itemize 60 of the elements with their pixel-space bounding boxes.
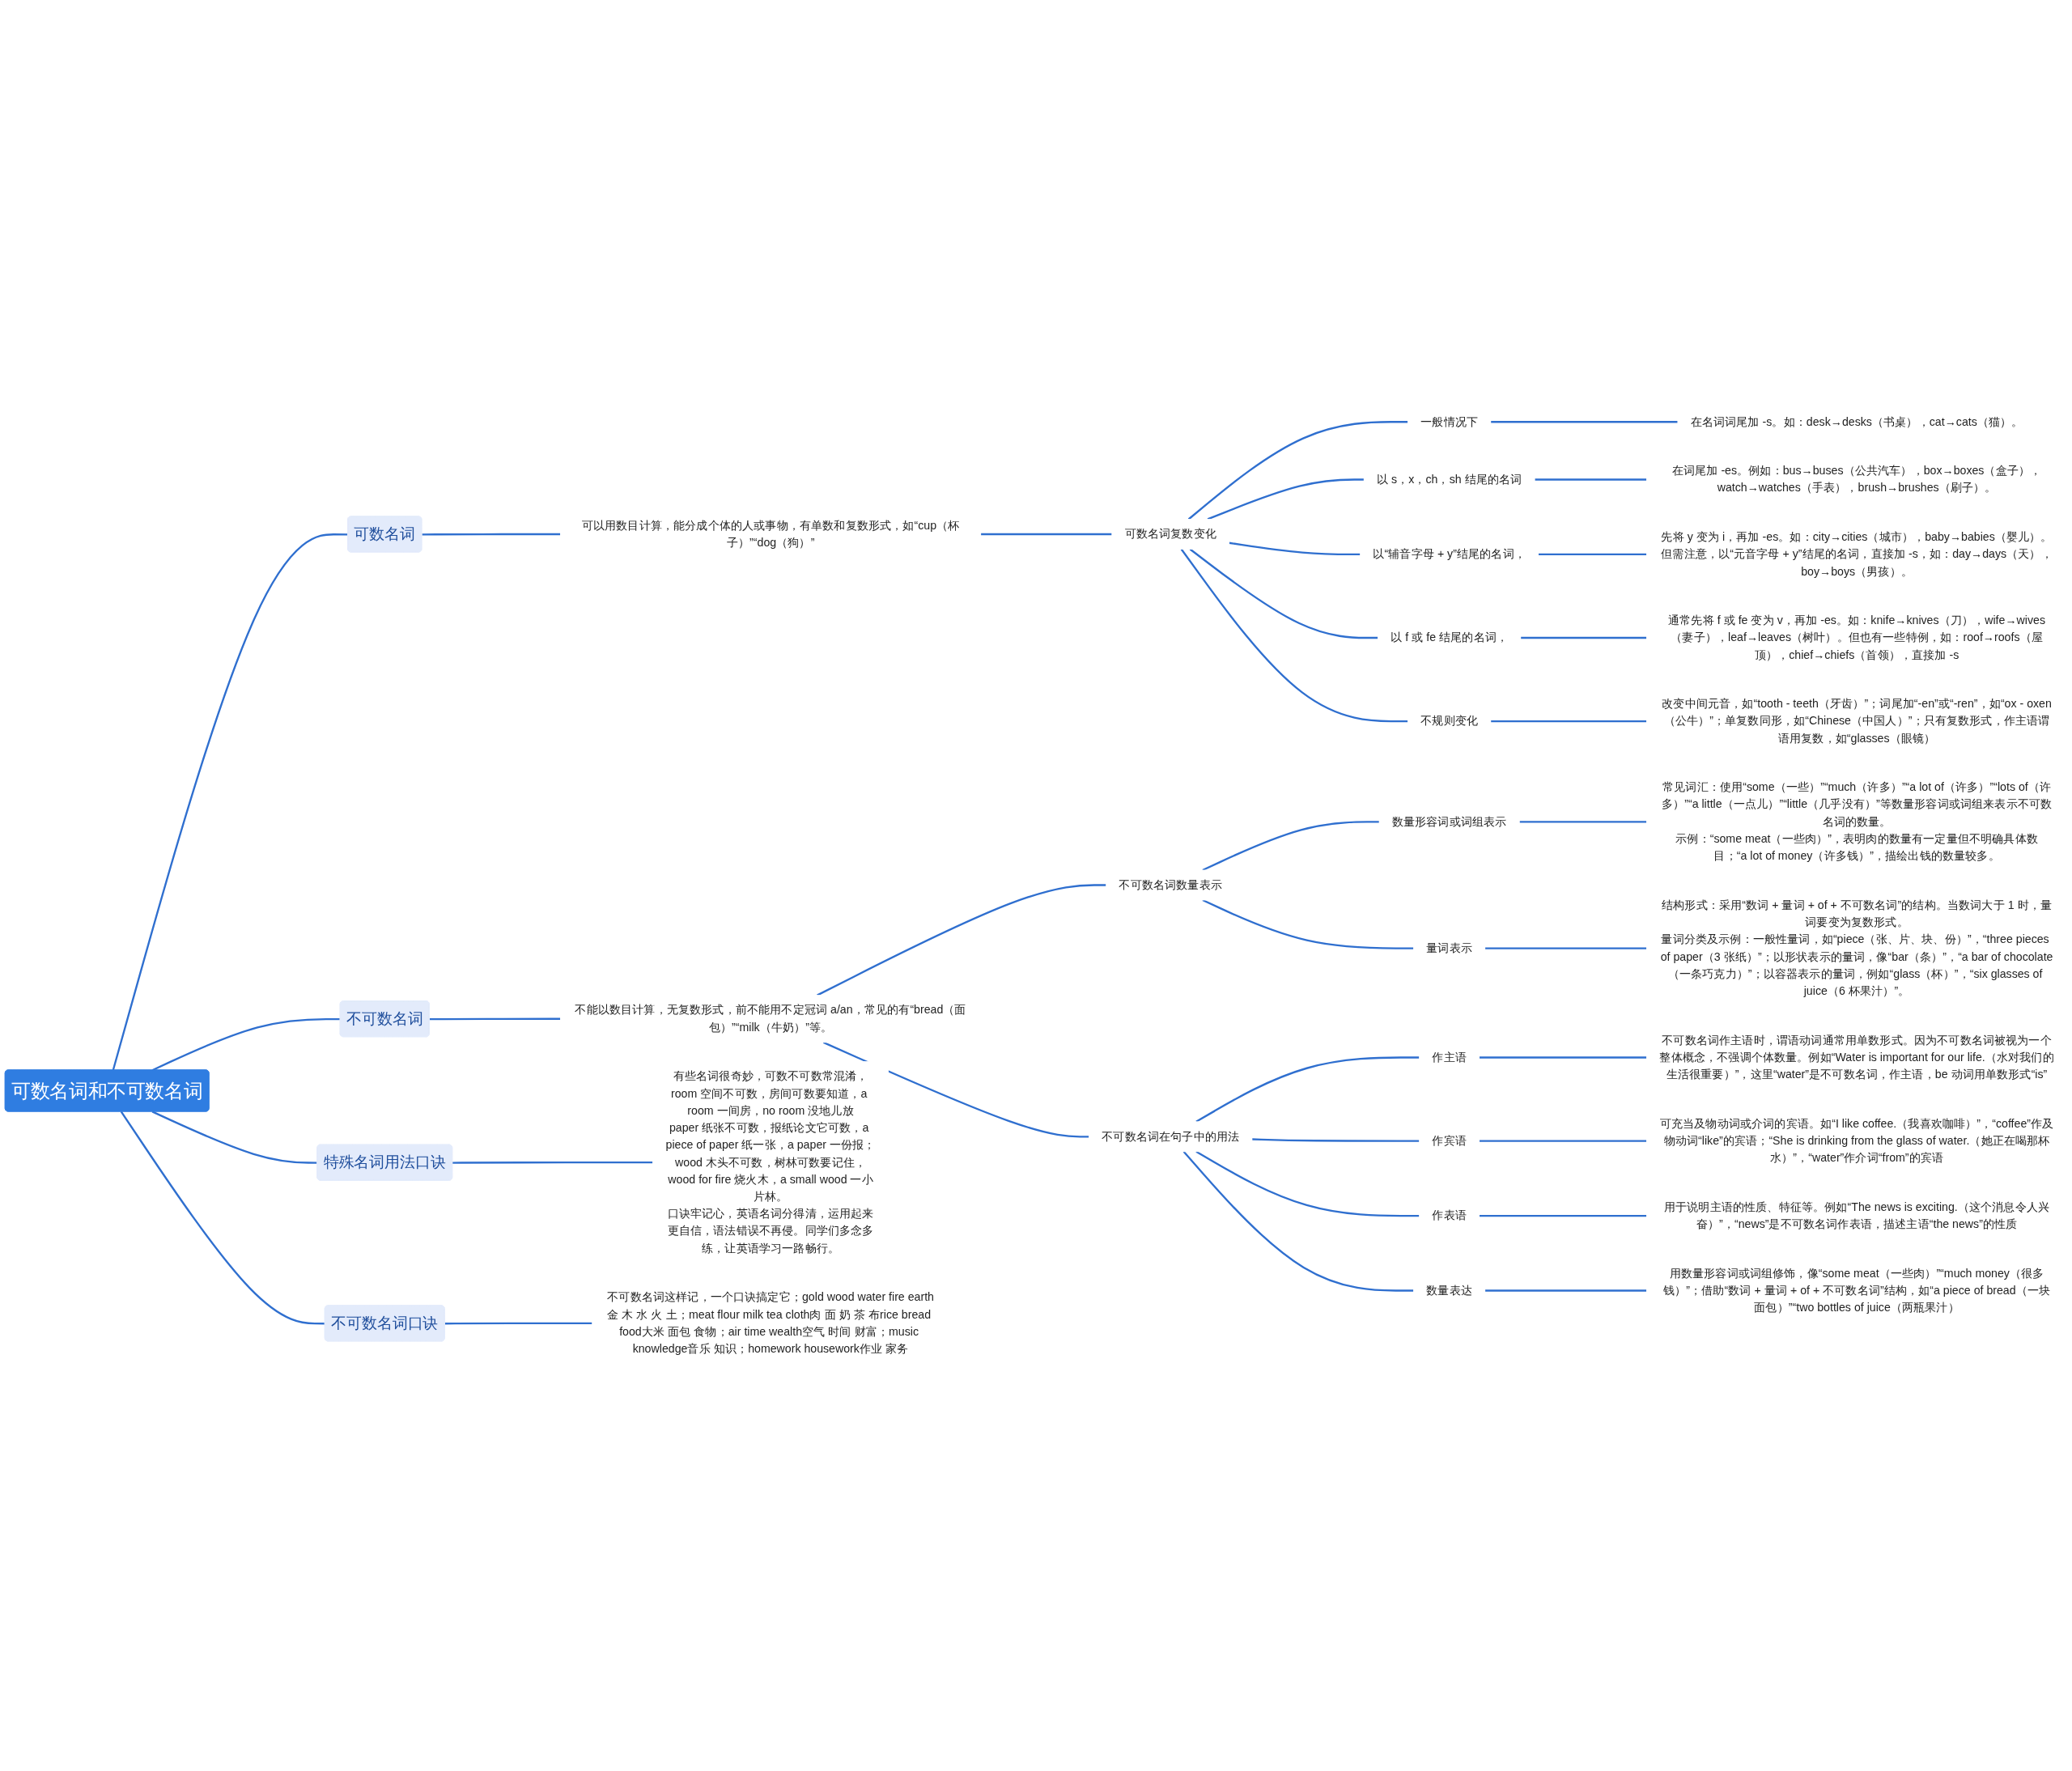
connector bbox=[980, 533, 1112, 536]
connector bbox=[1490, 720, 1647, 723]
connector bbox=[112, 533, 348, 1071]
connector bbox=[1520, 636, 1647, 639]
connector bbox=[1519, 821, 1647, 823]
node-text: 结构形式：采用“数词 + 量词 + of + 不可数名词”的结构。当数词大于 1 时，量词要变为复数形式。 量词分类及示例：一般性量词，如“piece（张、片、块、份）”，“three pieces of paper（3 张纸）”；以形状表示的量词，像“bar（条）”，“a bar of chocolate（一条巧克力）”；以容器表示的量词，例如“glass（杯）”，“six glasses of juice（6 杯果汁）”。 bbox=[1660, 898, 2053, 998]
connector bbox=[1490, 421, 1678, 423]
node-text: 可充当及物动词或介词的宾语。如“I like coffee.（我喜欢咖啡）”，“coffee”作及物动词“like”的宾语；“She is drinking from the glass of water.（她正在喝那杯水）”，“water”作介词“from”的宾语 bbox=[1659, 1117, 2054, 1165]
node-text: 通常先将 f 或 fe 变为 v，再加 -es。如：knife→knives（刀），wife→wives（妻子），leaf→leaves（树叶）。但也有一些特例，如：roof→roofs（屋顶），chief→chiefs（首领），直接加 -s bbox=[1668, 614, 2045, 661]
connector bbox=[1202, 821, 1380, 872]
connector bbox=[1479, 1140, 1647, 1142]
connector bbox=[1187, 421, 1408, 520]
connector bbox=[1484, 1289, 1647, 1292]
node-text: 不能以数目计算，无复数形式，前不能用不定冠词 a/an，常见的有“bread（面包）”“milk（牛奶）”等。 bbox=[575, 1003, 966, 1034]
connector bbox=[120, 1111, 325, 1325]
connector bbox=[422, 533, 561, 536]
connector bbox=[1479, 1056, 1647, 1059]
node-text: 以 f 或 fe 结尾的名词， bbox=[1391, 631, 1509, 644]
node-text: 一般情况下 bbox=[1420, 415, 1479, 428]
node-text: 用于说明主语的性质、特征等。例如“The news is exciting.（这个消息令人兴奋）”，“news”是不可数名词作表语，描述主语“the news”的性质 bbox=[1663, 1200, 2050, 1231]
node-text: 作宾语 bbox=[1432, 1134, 1467, 1148]
connector bbox=[444, 1322, 592, 1325]
node-text: 可数名词复数变化 bbox=[1124, 527, 1216, 541]
connector bbox=[817, 884, 1106, 996]
node-text: 数量表达 bbox=[1426, 1284, 1472, 1297]
connector bbox=[1484, 947, 1647, 949]
node-text: 不可数名词这样记，一个口诀搞定它；gold wood water fire earth金 木 水 火 土；meat flour milk tea cloth肉 面 奶 茶 布rice bread food大米 面包 食物；air time wealth空气 时间 财富；music knowledge音乐 知识；homework housework作业 家务 bbox=[607, 1290, 934, 1356]
node-text: 用数量形容词或词组修饰，像“some meat（一些肉）”“much money（很多钱）”；借助“数词 + 量词 + of + 不可数名词”结构，如“a piece of bread（一块面包）”“two bottles of juice（两瓶果汁） bbox=[1663, 1267, 2051, 1314]
node-text: 在词尾加 -es。例如：bus→buses（公共汽车），box→boxes（盒子），watch→watches（手表），brush→brushes（刷子）。 bbox=[1671, 464, 2042, 495]
node-text: 不规则变化 bbox=[1420, 714, 1479, 728]
connector bbox=[1195, 1056, 1420, 1123]
connector bbox=[1207, 478, 1365, 520]
connector bbox=[1180, 548, 1408, 723]
node-text: 有些名词很奇妙，可数不可数常混淆，room 空间不可数，房间可数要知道，a room 一间房，no room 没地儿放 paper 纸张不可数，报纸论文它可数，a piece of paper 纸一张，a paper 一份报； wood 木头不可数，树林可数要记住，wood for fire 烧火木，a small wood 一小片林。 口诀牢记心，英语名词分得清，运用起来更自信，语法错误不再侵。同学们多念多练，让英语学习一路畅行。 bbox=[665, 1069, 876, 1255]
connector bbox=[1189, 548, 1378, 639]
connector bbox=[1538, 553, 1647, 556]
connector bbox=[151, 1111, 318, 1164]
connector bbox=[429, 1017, 561, 1021]
node-text: 先将 y 变为 i，再加 -es。如：city→cities（城市），baby→babies（婴儿）。但需注意，以“元音字母 + y”结尾的名词，直接加 -s，如：day→days（天），boy→boys（男孩）。 bbox=[1661, 530, 2053, 578]
connector bbox=[1182, 1151, 1414, 1292]
node-text: 不可数名词在句子中的用法 bbox=[1102, 1130, 1240, 1143]
node-text: 改变中间元音，如“tooth - teeth（牙齿）”；词尾加“-en”或“-ren”，如“ox - oxen（公牛）”；单复数同形，如“Chinese（中国人）”；只有复数形式，作主语谓语用复数，如“glasses（眼镜） bbox=[1662, 697, 2052, 745]
node-text: 作主语 bbox=[1432, 1051, 1467, 1064]
node-text: 作表语 bbox=[1432, 1208, 1467, 1222]
node-text: 在名词词尾加 -s。如：desk→desks（书桌），cat→cats（猫）。 bbox=[1690, 415, 2023, 428]
connector bbox=[1479, 1214, 1647, 1217]
node-text: 以“辅音字母 + y”结尾的名词， bbox=[1373, 547, 1526, 561]
node-text: 不可数名词数量表示 bbox=[1119, 878, 1222, 891]
node-text: 以 s，x，ch，sh 结尾的名词 bbox=[1376, 473, 1522, 486]
connector bbox=[1251, 1138, 1420, 1142]
node-text: 不可数名词作主语时，谓语动词通常用单数形式。因为不可数名词被视为一个整体概念，不强调个体数量。例如“Water is important for our life.（水对我们的生活很重要）”，这里“water”是不可数名词，作主语，be 动词用单数形式“is” bbox=[1659, 1034, 2054, 1081]
connector bbox=[1195, 1150, 1420, 1217]
node-text: 可以用数目计算，能分成个体的人或事物，有单数和复数形式，如“cup（杯子）”“dog（狗）” bbox=[581, 519, 960, 550]
node-text: 量词表示 bbox=[1426, 941, 1472, 955]
connector bbox=[452, 1162, 653, 1164]
connector bbox=[1229, 541, 1361, 556]
node-text: 数量形容词或词组表示 bbox=[1391, 815, 1507, 828]
connector bbox=[1535, 478, 1647, 481]
node-text: 常见词汇：使用“some（一些）”“much（许多）”“a lot of（许多）”“lots of（许多）”“a little（一点儿）”“little（几乎没有）”等数量形容词或词组来表示不可数名词的数量。 示例：“some meat（一些肉）”，表明肉的数量有一定量但不明确具体数目；“a lot of money（许多钱）”，描绘出钱的数量较多。 bbox=[1661, 780, 2053, 863]
connector bbox=[822, 1041, 1089, 1138]
